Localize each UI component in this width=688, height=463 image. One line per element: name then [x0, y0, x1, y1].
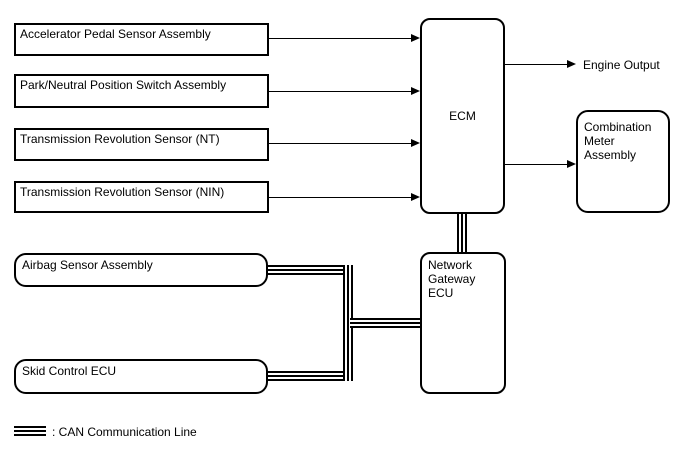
arrowhead-icon: [567, 160, 576, 168]
box-combination-meter: Combination Meter Assembly: [576, 110, 670, 213]
can-line-to-gateway: [350, 318, 420, 328]
box-skid-control-ecu: Skid Control ECU: [14, 359, 268, 394]
connector-line: [269, 143, 411, 144]
box-label-line: Gateway: [428, 272, 476, 286]
arrowhead-icon: [411, 193, 420, 201]
arrowhead-icon: [411, 139, 420, 147]
box-label-line: Meter: [584, 134, 615, 148]
can-line-legend-icon: [14, 426, 46, 436]
box-label-line: Network: [428, 258, 473, 272]
arrowhead-icon: [411, 34, 420, 42]
box-label: Transmission Revolution Sensor (NIN): [20, 185, 225, 199]
can-line-trunk: [343, 265, 353, 381]
connector-line: [505, 64, 568, 65]
connector-line: [269, 38, 411, 39]
box-label-line: Combination: [584, 120, 652, 134]
box-label: Transmission Revolution Sensor (NT): [20, 132, 220, 146]
engine-output-label: Engine Output: [583, 58, 660, 72]
arrowhead-icon: [411, 87, 420, 95]
can-line-airbag-stub: [268, 265, 353, 275]
box-label: Park/Neutral Position Switch Assembly: [20, 78, 227, 92]
can-line-vertical: [457, 214, 467, 252]
box-ecm: ECM: [420, 18, 505, 214]
box-label: ECM: [449, 109, 476, 123]
connector-line: [269, 197, 411, 198]
box-park-neutral-switch: Park/Neutral Position Switch Assembly: [14, 74, 269, 108]
can-line-skid-stub: [268, 371, 353, 381]
box-network-gateway-ecu: Network Gateway ECU: [420, 252, 506, 394]
connector-line: [269, 91, 411, 92]
box-accelerator-pedal-sensor: Accelerator Pedal Sensor Assembly: [14, 23, 269, 56]
box-transmission-sensor-nt: Transmission Revolution Sensor (NT): [14, 128, 269, 161]
arrowhead-icon: [567, 60, 576, 68]
connector-line: [505, 164, 568, 165]
box-label-line: Assembly: [584, 148, 637, 162]
box-airbag-sensor: Airbag Sensor Assembly: [14, 253, 268, 287]
box-transmission-sensor-nin: Transmission Revolution Sensor (NIN): [14, 181, 269, 213]
box-label: Accelerator Pedal Sensor Assembly: [20, 27, 211, 41]
box-label: Airbag Sensor Assembly: [22, 258, 153, 272]
legend-label: : CAN Communication Line: [52, 425, 197, 439]
box-label: Skid Control ECU: [22, 364, 117, 378]
box-label-line: ECU: [428, 286, 454, 300]
